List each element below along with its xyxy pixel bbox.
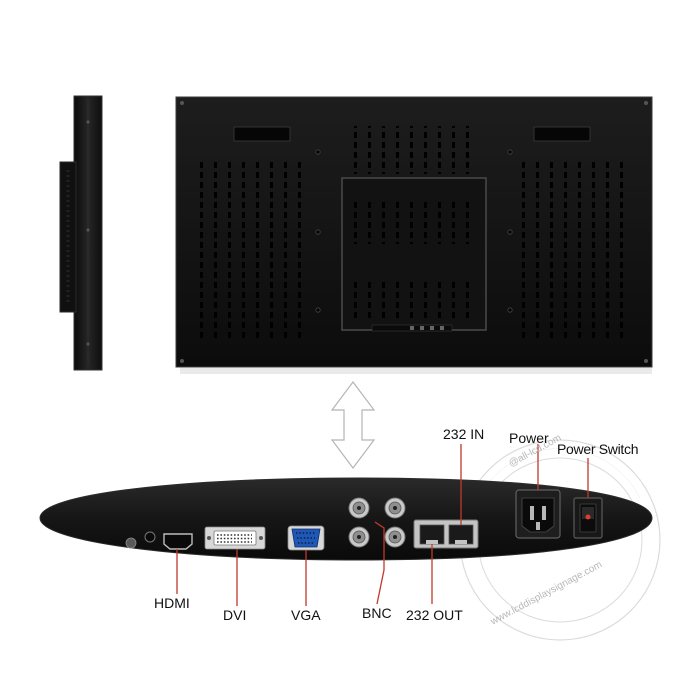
- bnc-ports: [348, 497, 406, 548]
- monitor-side-view: [59, 95, 103, 371]
- bnc-label: BNC: [362, 605, 392, 621]
- bnc-port: [384, 526, 406, 548]
- rs232-ports: [413, 519, 479, 549]
- bnc-callout-line: [374, 521, 385, 605]
- connector-panel: [39, 477, 653, 561]
- rs232-in-label: 232 IN: [443, 426, 485, 442]
- double-arrow-icon: [330, 381, 376, 469]
- hdmi-port: [163, 533, 193, 550]
- callout-lines: [176, 444, 589, 606]
- vga-label: VGA: [291, 607, 321, 623]
- monitor-back-view: [175, 96, 653, 374]
- power-inlet: [515, 489, 561, 539]
- rs232-out-label: 232 OUT: [406, 607, 463, 623]
- dvi-label: DVI: [223, 607, 247, 623]
- power-switch: [573, 497, 603, 539]
- audio-jack: [144, 531, 156, 543]
- bnc-port: [348, 526, 370, 548]
- vga-port: [287, 525, 325, 551]
- power-switch-label: Power Switch: [557, 441, 639, 457]
- dvi-port: [204, 526, 266, 550]
- indicator-led: [125, 537, 137, 549]
- bnc-port: [348, 497, 370, 519]
- bnc-port: [384, 497, 406, 519]
- hdmi-label: HDMI: [154, 595, 190, 611]
- power-label: Power: [509, 430, 549, 446]
